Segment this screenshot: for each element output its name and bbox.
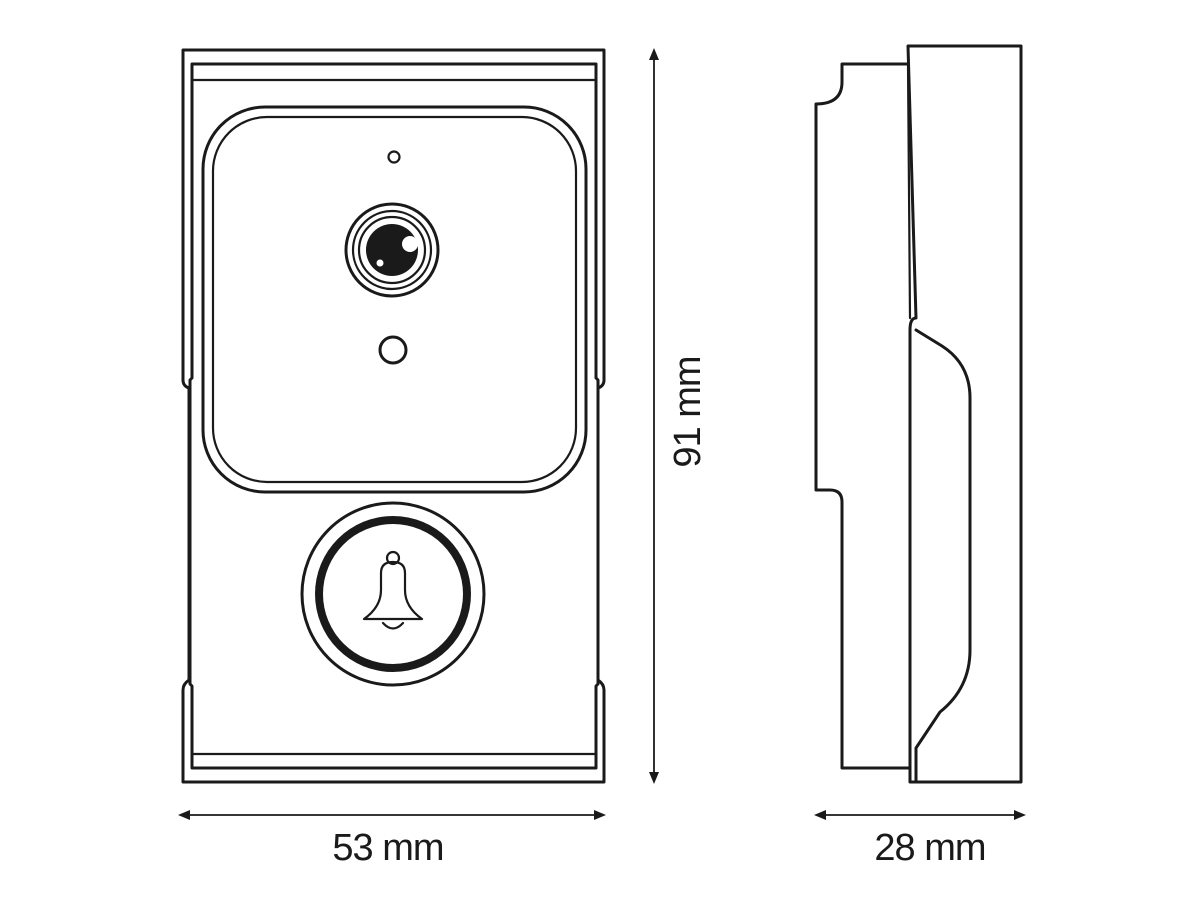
height-label: 91 mm <box>667 356 709 467</box>
camera-lens <box>344 202 440 298</box>
camera-panel-outer <box>201 105 588 494</box>
camera-panel-inner <box>211 115 578 484</box>
side-body-profile <box>906 44 1023 784</box>
mounting-plate-outline <box>181 48 606 784</box>
light-sensor <box>378 335 408 365</box>
depth-dimension: 28 mm <box>814 810 1026 869</box>
width-dimension: 53 mm <box>178 810 606 869</box>
doorbell-body <box>188 62 600 770</box>
bell-button <box>300 501 486 687</box>
indicator-led <box>387 150 401 164</box>
side-mount-profile <box>814 62 912 770</box>
side-seam-line <box>906 62 912 320</box>
bell-icon <box>362 550 424 630</box>
side-front-face <box>914 328 972 784</box>
width-label: 53 mm <box>332 827 443 869</box>
side-view <box>814 44 1023 784</box>
height-dimension: 91 mm <box>649 48 709 784</box>
depth-label: 28 mm <box>874 827 985 869</box>
front-view <box>181 48 606 784</box>
